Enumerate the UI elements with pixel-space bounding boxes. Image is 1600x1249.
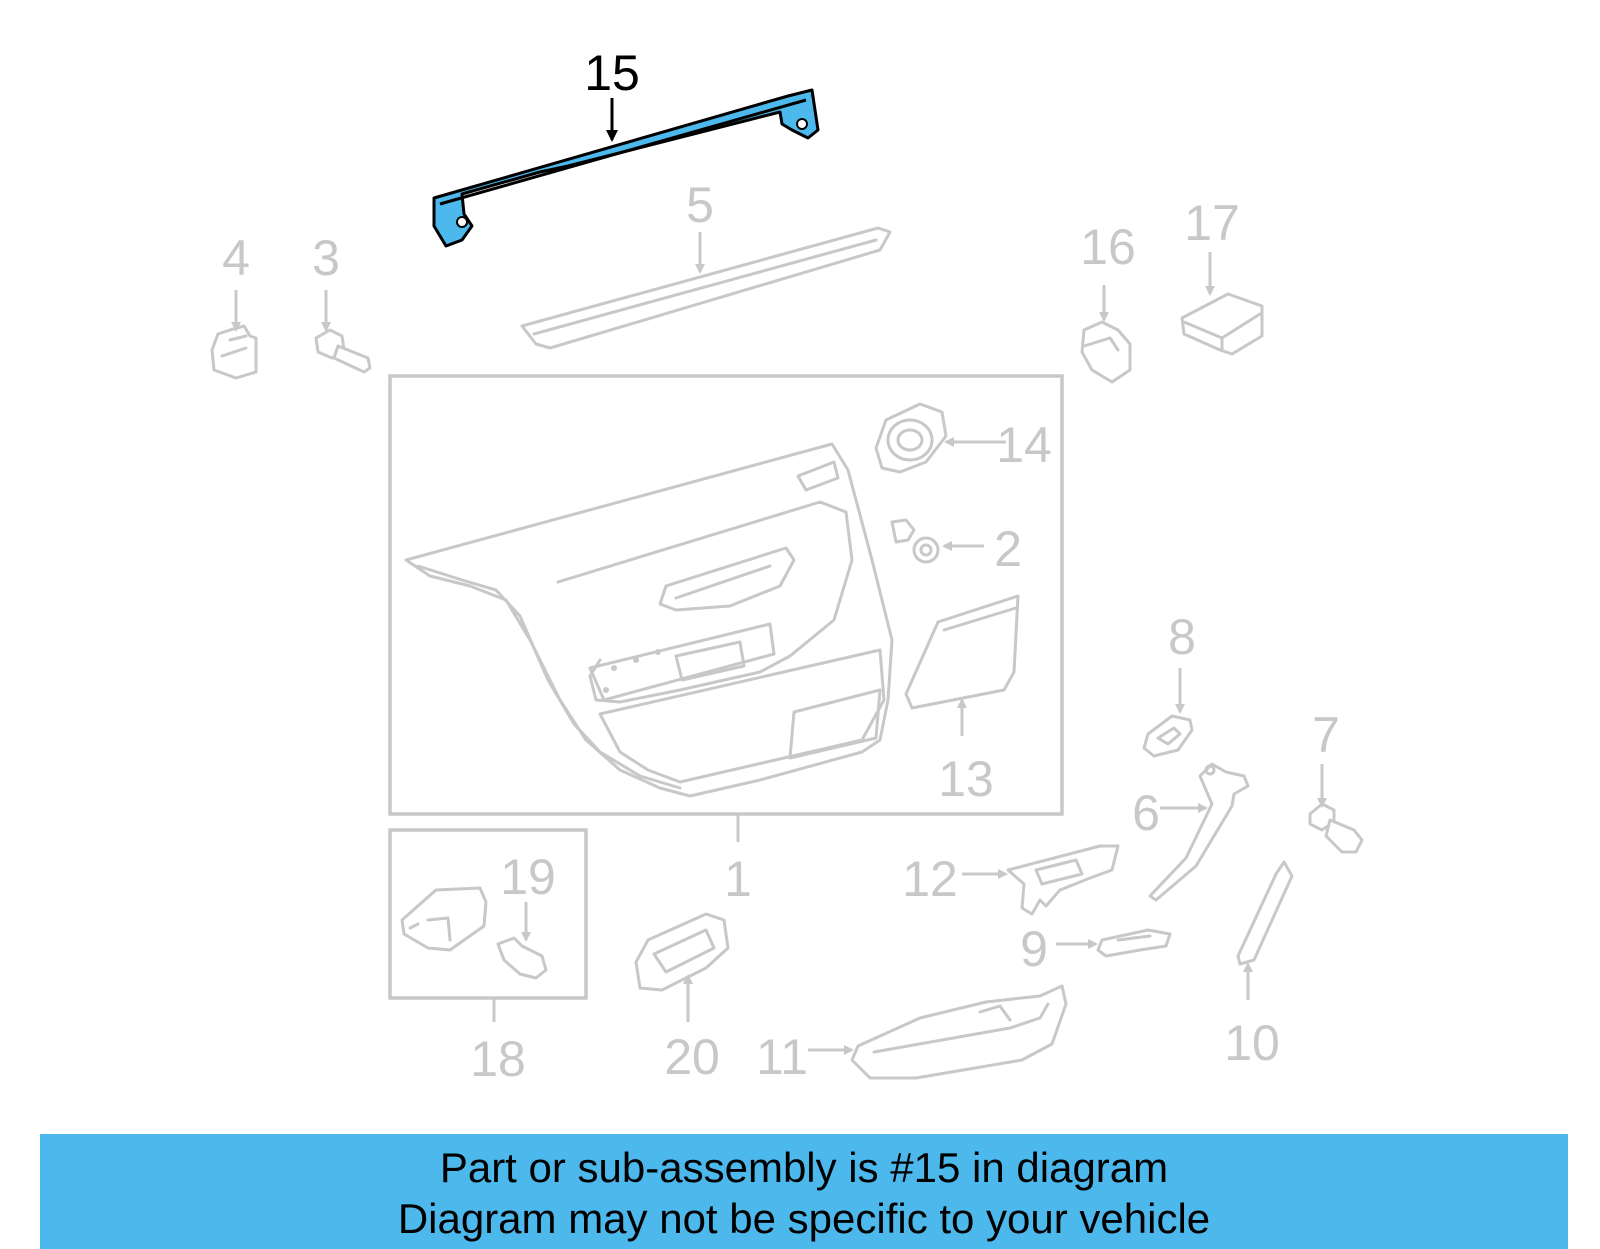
callout-15: 15 bbox=[584, 45, 640, 101]
part-8-cover bbox=[1142, 714, 1194, 758]
parts-diagram: 15 5 4 3 16 17 1 bbox=[210, 45, 1364, 1087]
part-7-screw bbox=[1308, 802, 1364, 854]
callout-16: 16 bbox=[1080, 219, 1136, 275]
banner-line-disclaimer: Diagram may not be specific to your vehi… bbox=[397, 1195, 1211, 1242]
callout-20: 20 bbox=[664, 1029, 720, 1085]
part-14-speaker bbox=[874, 402, 948, 474]
info-banner: Part or sub-assembly is #15 in diagram D… bbox=[40, 1134, 1568, 1249]
part-20-handle-bezel bbox=[634, 912, 730, 992]
callout-9: 9 bbox=[1020, 921, 1048, 977]
part-2-grommet bbox=[890, 518, 940, 564]
part-1-door-panel bbox=[404, 442, 894, 798]
callout-13: 13 bbox=[938, 751, 994, 807]
part-9-cap bbox=[1096, 928, 1172, 958]
callout-3: 3 bbox=[312, 230, 340, 286]
callout-19: 19 bbox=[500, 849, 556, 905]
part-17-switch bbox=[1180, 292, 1264, 356]
part-13-pocket bbox=[904, 594, 1020, 710]
door-panel-frame bbox=[388, 374, 1064, 816]
callout-11: 11 bbox=[756, 1029, 808, 1085]
part-15-bracket[interactable] bbox=[432, 88, 820, 248]
banner-line-part: Part or sub-assembly is #15 in diagram bbox=[439, 1144, 1169, 1191]
part-12-switch-bezel bbox=[1006, 844, 1120, 916]
callout-12: 12 bbox=[902, 851, 958, 907]
part-4-clip bbox=[210, 324, 258, 380]
part-6-bracket bbox=[1148, 762, 1250, 902]
callout-2: 2 bbox=[994, 521, 1022, 577]
callout-14: 14 bbox=[996, 417, 1052, 473]
part-3-bolt bbox=[314, 328, 372, 374]
part-16-clip bbox=[1080, 320, 1132, 384]
callout-8: 8 bbox=[1168, 609, 1196, 665]
callout-1: 1 bbox=[724, 851, 752, 907]
sub-assembly-18-frame bbox=[388, 828, 588, 1000]
callout-10: 10 bbox=[1224, 1015, 1280, 1071]
callout-7: 7 bbox=[1312, 707, 1340, 763]
callout-18: 18 bbox=[470, 1031, 526, 1087]
part-18-lamp bbox=[400, 886, 488, 952]
part-5-trim-strip bbox=[520, 226, 892, 350]
callout-4: 4 bbox=[222, 230, 250, 286]
part-10-trim bbox=[1236, 860, 1294, 966]
callout-17: 17 bbox=[1184, 195, 1240, 251]
callout-5: 5 bbox=[686, 177, 714, 233]
part-11-armrest bbox=[850, 984, 1068, 1080]
callout-6: 6 bbox=[1132, 785, 1160, 841]
part-19-bulb bbox=[496, 936, 548, 980]
